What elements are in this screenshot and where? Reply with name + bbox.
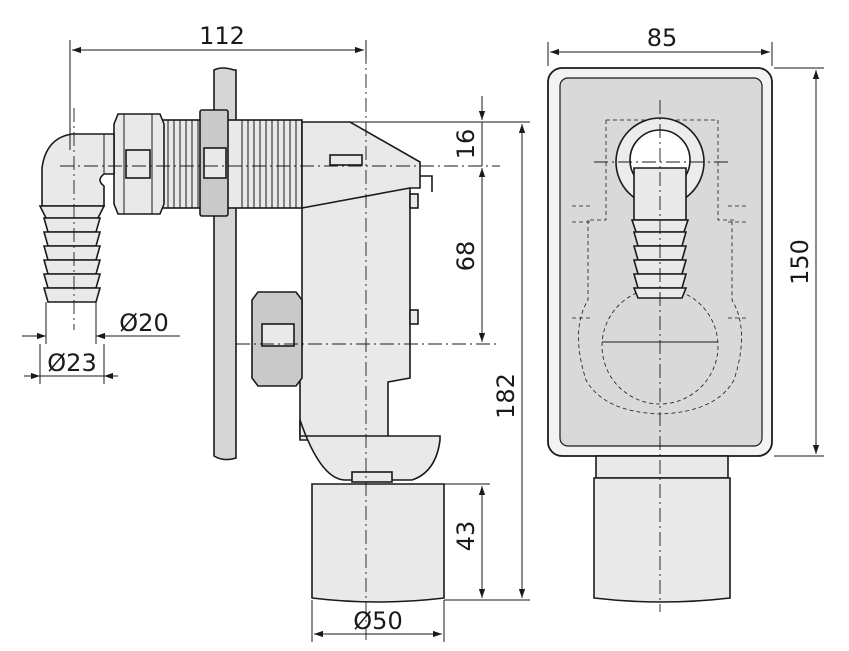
siphon-slot xyxy=(329,154,363,166)
front-outlet xyxy=(593,477,731,603)
dim-182-label: 182 xyxy=(492,373,520,419)
dim-150: 150 xyxy=(774,67,824,457)
dim-16-label: 16 xyxy=(452,129,480,160)
thread-lines xyxy=(167,120,297,208)
dim-112: 112 xyxy=(69,22,367,150)
dim-dia20-label: Ø20 xyxy=(119,309,168,337)
dim-150-label: 150 xyxy=(786,239,814,285)
dim-85: 85 xyxy=(547,24,773,66)
dim-182: 182 xyxy=(420,121,530,601)
hidden-circle xyxy=(601,287,719,405)
dim-85-label: 85 xyxy=(647,24,678,52)
siphon-body xyxy=(299,121,421,441)
dim-43: 43 xyxy=(444,483,490,598)
dim-112-label: 112 xyxy=(199,22,245,50)
outlet-socket xyxy=(311,483,445,603)
dim-68: 68 xyxy=(452,168,486,342)
dim-dia23: Ø23 xyxy=(24,344,118,384)
lock-nut-window xyxy=(203,147,227,179)
hose-barb xyxy=(38,205,106,303)
dim-43-label: 43 xyxy=(452,521,480,552)
siphon-hook xyxy=(420,175,433,192)
hose-elbow xyxy=(41,133,115,207)
hidden-ribs xyxy=(572,205,748,319)
union-nut-window xyxy=(125,149,151,179)
lower-nut-window xyxy=(261,323,295,347)
side-view xyxy=(38,67,445,603)
dim-68-label: 68 xyxy=(452,241,480,272)
siphon-clip-2 xyxy=(409,309,419,325)
siphon-clip-1 xyxy=(409,193,419,209)
front-outlet-collar xyxy=(595,455,729,479)
dim-dia23-label: Ø23 xyxy=(47,349,96,377)
dim-16: 16 xyxy=(346,96,490,166)
dim-dia20: Ø20 xyxy=(22,302,180,344)
dim-dia50: Ø50 xyxy=(311,600,445,642)
dim-dia50-label: Ø50 xyxy=(353,607,402,635)
neck-label xyxy=(351,471,393,483)
threaded-pipe xyxy=(161,119,303,209)
siphon-neck xyxy=(299,419,441,481)
